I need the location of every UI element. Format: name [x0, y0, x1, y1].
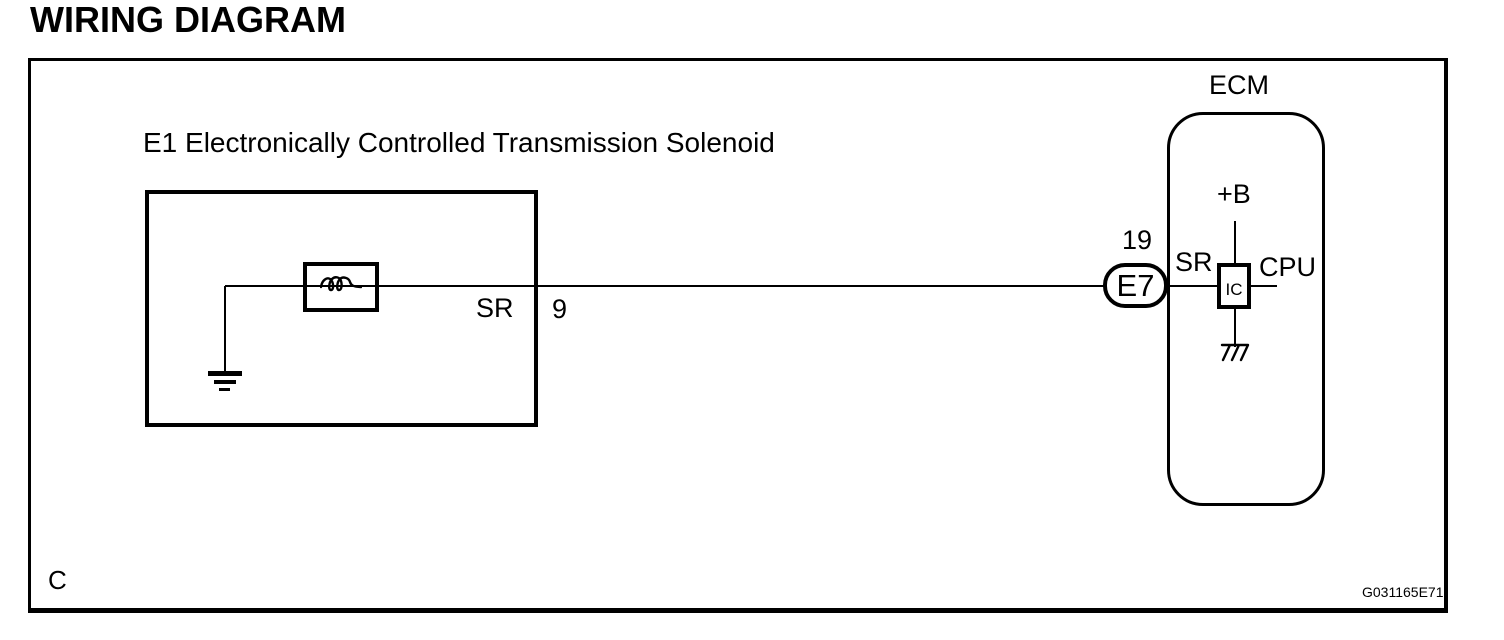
wire-sr-main	[225, 285, 1104, 287]
wire-e7-to-ic	[1167, 285, 1219, 287]
figure-code: G031165E71	[1362, 584, 1444, 600]
connector-e7: E7	[1103, 263, 1168, 308]
wire-label-sr-solenoid: SR	[476, 293, 514, 323]
solenoid-pin-number: 9	[552, 294, 568, 324]
solenoid-label: E1 Electronically Controlled Transmissio…	[143, 127, 775, 158]
ecm-pin-number: 19	[1122, 225, 1153, 255]
earth-ground-icon	[208, 371, 242, 391]
cpu-label: CPU	[1259, 252, 1317, 282]
plusb-label: +B	[1217, 179, 1251, 209]
wire-ground-drop	[224, 286, 226, 373]
diagram-frame	[28, 58, 1448, 613]
coil-icon	[320, 276, 362, 292]
wire-ic-to-cpu	[1249, 285, 1277, 287]
wire-plusb-to-ic	[1234, 221, 1236, 265]
ecm-box	[1167, 112, 1325, 506]
ecm-label: ECM	[1209, 70, 1269, 100]
ic-block: IC	[1217, 263, 1251, 309]
corner-label: C	[48, 565, 67, 595]
wire-ic-to-ground	[1234, 308, 1236, 347]
wire-label-sr-ecm: SR	[1175, 247, 1213, 277]
chassis-ground-icon	[1220, 343, 1250, 362]
page-title: WIRING DIAGRAM	[30, 0, 346, 40]
coil-box	[303, 262, 379, 312]
solenoid-box	[145, 190, 538, 427]
